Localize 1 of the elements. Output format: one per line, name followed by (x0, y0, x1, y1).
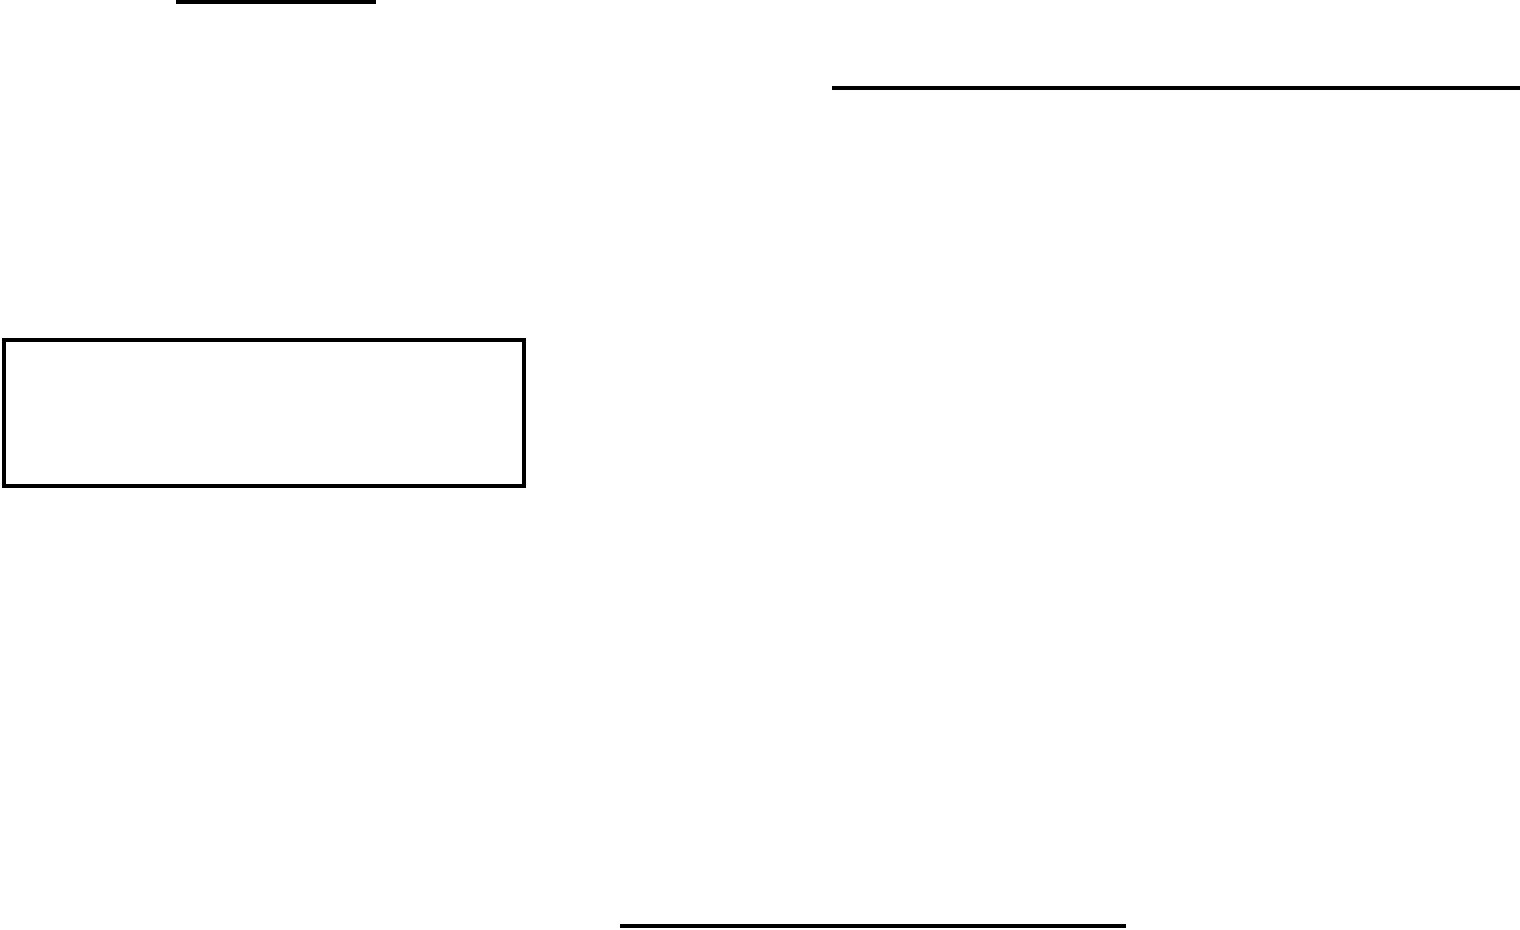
empty-box (2, 338, 526, 488)
